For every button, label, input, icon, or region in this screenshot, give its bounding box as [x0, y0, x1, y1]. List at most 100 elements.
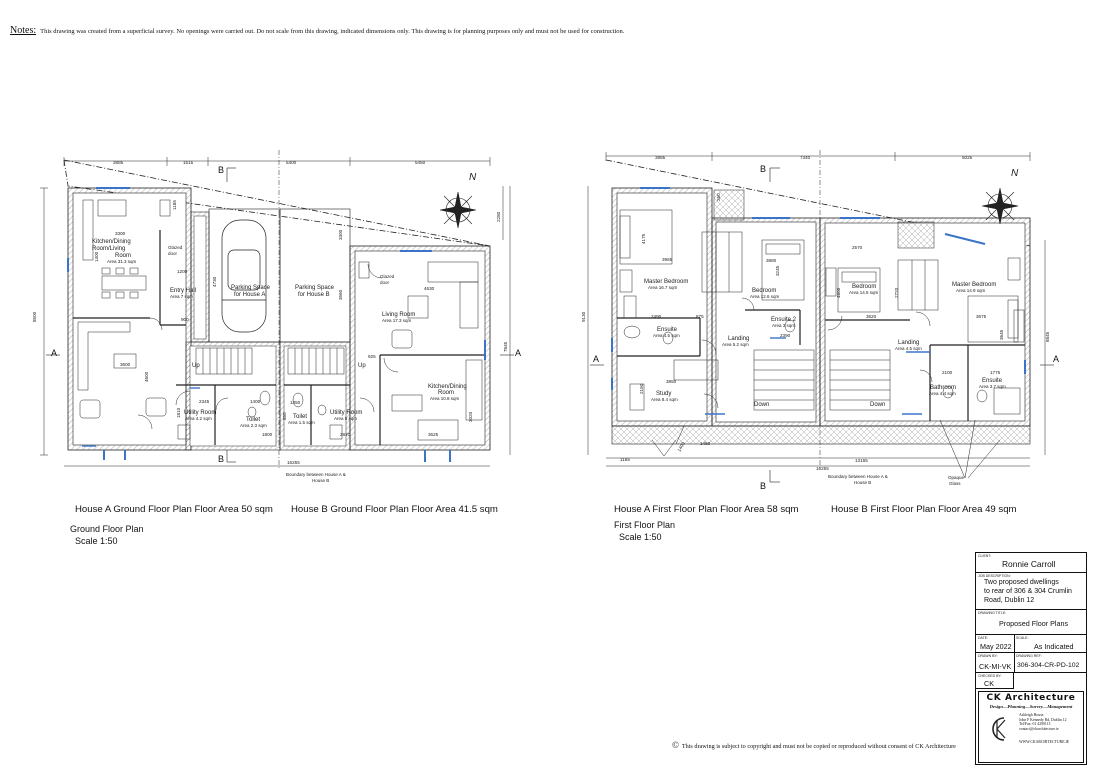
- dim-ff-inner: 3965: [662, 257, 673, 262]
- room-label: Parking Space: [231, 285, 271, 291]
- dim-ff-inner: 2100: [942, 370, 953, 375]
- room-label: Room/Living: [92, 246, 125, 252]
- dim-gf-bottom: 16255: [287, 460, 300, 465]
- dim-gf-inner: 3625: [428, 432, 439, 437]
- dim-ff-inner: 4800: [836, 287, 841, 298]
- notes-label: Notes:: [10, 25, 37, 36]
- section-mark-a-left: A: [51, 348, 57, 358]
- room-label: door: [380, 280, 390, 285]
- caption-house-a-first: House A First Floor Plan Floor Area 58 s…: [614, 504, 799, 515]
- dim-gf-inner: 4630: [424, 286, 435, 291]
- boundary-label: Boundary between House A &: [286, 472, 346, 477]
- room-area: Area 3 sqm: [772, 323, 795, 328]
- north-label: N: [1011, 168, 1019, 179]
- room-area: Area 7 sqm: [170, 294, 193, 299]
- room-label: Kitchen/Dining: [92, 239, 131, 245]
- dim-gf-top-1: 3885: [113, 160, 124, 165]
- caption-house-b-ground: House B Ground Floor Plan Floor Area 41.…: [291, 504, 498, 515]
- room-area: Area 1.5 sqm: [288, 420, 315, 425]
- stair-down-label: Down: [754, 402, 769, 408]
- title-block-date-scale: DATE: May 2022 SCALE: As Indicated: [976, 635, 1086, 653]
- room-area: Area 4.4 sqm: [929, 391, 956, 396]
- dim-gf-inner: 1800: [262, 432, 273, 437]
- first-floor-labels: 3885 7340 5025 9130 6845 13165 16255 396…: [581, 155, 1059, 491]
- dim-ff-inner: 3850: [666, 379, 677, 384]
- notes-text: This drawing was created from a superfic…: [40, 28, 625, 35]
- room-label: Master Bedroom: [952, 282, 996, 288]
- drawing-notes: Notes:This drawing was created from a su…: [10, 25, 624, 36]
- dim-ff-inner: 2490: [651, 314, 662, 319]
- room-label: Bedroom: [852, 284, 876, 290]
- room-label: Glazed: [380, 274, 395, 279]
- dim-ff-bottom-2: 16255: [816, 466, 829, 471]
- room-label: Living Room: [382, 312, 415, 318]
- dim-gf-top-3: 5400: [286, 160, 297, 165]
- north-label: N: [469, 172, 477, 183]
- dim-gf-inner: 2345: [199, 399, 210, 404]
- room-area: Area 5.2 sqm: [722, 342, 749, 347]
- boundary-label: House B: [312, 478, 329, 483]
- dim-gf-inner: 2820: [340, 432, 351, 437]
- dim-ff-inner: 1450: [700, 441, 711, 446]
- dim-ff-inner: 2720: [894, 287, 899, 298]
- firm-website[interactable]: WWW.CKARCHITECTURE.IE: [1019, 740, 1070, 744]
- section-mark-a-left: A: [593, 354, 599, 364]
- dim-gf-inner: 1400: [94, 251, 99, 262]
- firm-tagline: Design—Planning—Survey—Management: [989, 704, 1073, 709]
- dim-ff-top-3: 5025: [962, 155, 973, 160]
- dim-gf-inner: 3020: [468, 411, 473, 422]
- dim-gf-inner: 900: [181, 317, 189, 322]
- room-area: Area 17.3 sqm: [382, 318, 412, 323]
- dim-ff-inner: 1400: [677, 441, 687, 453]
- title-block: CLIENT: Ronnie Carroll JOB DESCRIPTION: …: [975, 552, 1087, 765]
- first-floor-plan: [587, 150, 1054, 483]
- room-label: Landing: [898, 340, 919, 346]
- room-area: Area 2.3 sqm: [240, 423, 267, 428]
- room-label: Toilet: [293, 414, 307, 420]
- title-block-client: CLIENT: Ronnie Carroll: [976, 553, 1086, 573]
- room-area: Area 5 sqm: [334, 416, 357, 421]
- dim-gf-right-2: 7845: [503, 341, 508, 352]
- drawn-by: CK-MI-VK: [979, 662, 1012, 671]
- dim-gf-top-2: 1515: [183, 160, 194, 165]
- section-mark-b-top: B: [760, 164, 766, 174]
- ground-floor-title: Ground Floor Plan: [70, 524, 144, 534]
- room-label: Room: [115, 253, 131, 259]
- checked-by: CK: [984, 679, 994, 688]
- dim-gf-inner: 1400: [250, 399, 261, 404]
- boundary-label: House B: [854, 480, 871, 485]
- room-label: Master Bedroom: [644, 279, 688, 285]
- title-block-drawn-ref: DRAWN BY: CK-MI-VK DRAWING REF: 306-304-…: [976, 653, 1086, 673]
- dim-gf-inner: 3300: [338, 229, 343, 240]
- dim-gf-inner: 1200: [177, 269, 188, 274]
- firm-name: CK Architecture: [986, 693, 1076, 703]
- title-block-checked: CHECKED BY: CK: [976, 673, 1014, 689]
- opaque-glass-label: Opaque: [948, 475, 965, 480]
- dim-gf-inner: 925: [368, 354, 376, 359]
- north-arrow-first: [981, 187, 1019, 225]
- room-label: Study: [656, 391, 671, 397]
- section-mark-b-bottom: B: [218, 454, 224, 464]
- ground-floor-labels: 3885 1515 5400 5450 8500 2280 7845 16255…: [32, 160, 521, 483]
- room-area: Area 4.2 sqm: [185, 416, 212, 421]
- dim-gf-inner: 4730: [212, 276, 217, 287]
- section-mark-a-right: A: [515, 348, 521, 358]
- room-area: Area 4.5 sqm: [895, 346, 922, 351]
- room-label: Entry Hall: [170, 288, 196, 294]
- room-label: Utility Room: [330, 410, 362, 416]
- copyright-note: ©This drawing is subject to copyright an…: [672, 740, 956, 750]
- firm-address: Ashleigh House, John F Kennedy Rd, Dubli…: [1019, 713, 1067, 731]
- dim-gf-inner: 1810: [176, 407, 181, 418]
- room-label: Landing: [728, 336, 749, 342]
- stair-up-label: Up: [358, 363, 366, 369]
- copyright-icon: ©: [672, 740, 679, 750]
- ground-floor-plan: [40, 150, 514, 470]
- firm-logo-icon: [992, 717, 1006, 741]
- drawing-ref: 306-304-CR-PD-102: [1017, 662, 1080, 669]
- dim-gf-inner: 1450: [290, 400, 301, 405]
- dim-ff-inner: 2570: [852, 245, 863, 250]
- section-mark-a-right: A: [1053, 354, 1059, 364]
- dim-gf-top-4: 5450: [415, 160, 426, 165]
- room-area: Area 8.4 sqm: [651, 397, 678, 402]
- first-floor-scale: Scale 1:50: [619, 532, 662, 542]
